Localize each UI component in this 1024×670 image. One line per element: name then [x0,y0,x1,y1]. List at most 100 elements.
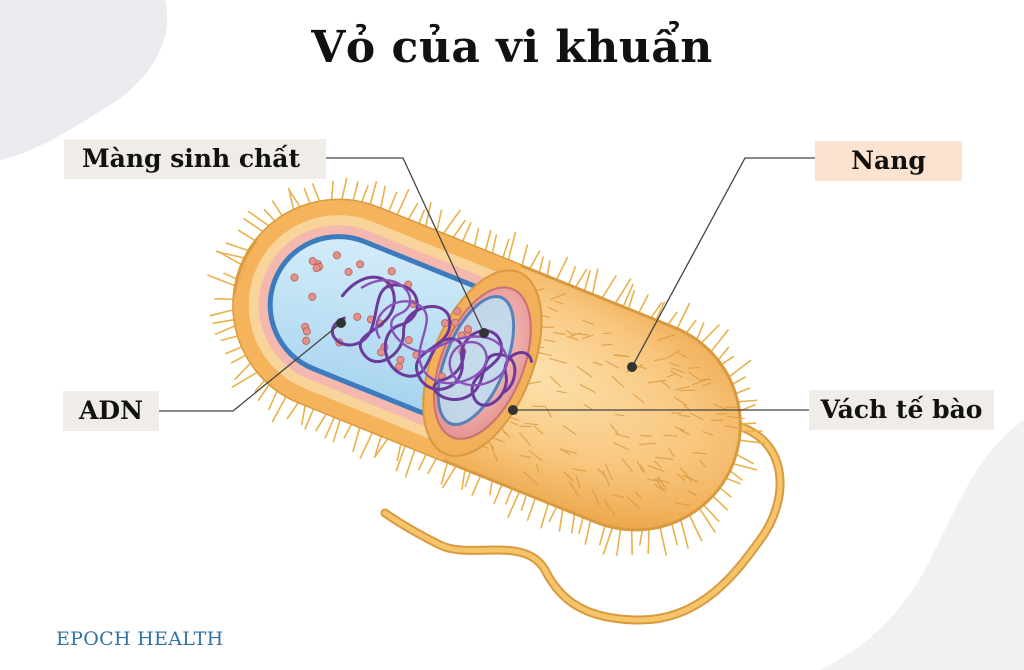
flagellum-highlight [382,422,783,623]
capsule-hair [614,433,630,439]
capsule-hair [647,465,665,473]
capsule-hair [523,471,538,485]
pilus [427,457,438,475]
capsule-hair [657,476,668,491]
capsule-hair [566,335,579,341]
capsule-hair [582,319,594,326]
capsule-hair [563,471,574,482]
pilus [369,181,378,206]
pilus [288,190,302,209]
pilus [396,189,410,217]
pilus [574,268,588,289]
pilus [739,430,763,432]
capsule-hair [669,362,680,367]
pilus [598,524,606,546]
pilus [360,184,369,204]
background-blob-top-left [0,0,168,160]
pilus [359,431,374,459]
pilus [452,219,466,239]
pilus [374,434,383,456]
capsule-hair [533,425,544,435]
capsule-hair [611,375,625,388]
capsule-hair [626,496,640,509]
capsule-hair [549,375,562,388]
capsule-hair [552,332,566,335]
capsule-hair [547,306,558,313]
capsule-hair [562,425,577,436]
pilus [417,209,426,225]
background-blob-bottom-right [820,420,1024,670]
capsule-hair [723,424,738,429]
pilus [214,324,237,335]
capsule-hair [671,367,685,374]
ribosome [302,327,311,336]
pilus [379,185,386,210]
capsule-hair [688,490,697,496]
pilus [464,470,472,488]
pilus [695,322,705,341]
pilus [567,265,577,286]
pilus [667,311,678,326]
capsule-hair [667,350,681,359]
capsule-hair [566,329,575,337]
pilus [304,407,315,430]
bacterium-body [207,177,766,556]
capsule-hair [519,432,531,447]
pilus [717,346,730,362]
pilus [352,426,361,453]
pilus [417,452,428,471]
pilus [647,528,650,554]
capsule-hair [602,470,611,487]
pilus [332,418,342,443]
pilus [578,516,584,535]
pilus [340,177,348,201]
capsule-hair [519,425,532,428]
capsule-hair [674,502,691,507]
capsule-hair [678,352,688,358]
ribosome [464,325,473,334]
ribosome [308,257,317,266]
capsule-hair [605,360,620,369]
pilus [231,371,259,388]
capsule-hair [575,474,581,489]
pilus [735,453,755,465]
capsule-hair [670,370,683,378]
pilus [528,250,541,270]
pilus [216,250,246,259]
capsule-hair [692,451,707,455]
pilus [584,519,592,545]
pilus [639,528,644,546]
ribosomes [290,251,473,381]
capsule-hair [583,403,593,410]
leader-lines [159,157,815,412]
capsule-hair [655,478,670,484]
pilus [234,361,252,380]
pilus [257,383,271,401]
pilus [395,444,407,472]
capsule-hair [660,379,671,389]
capsule-hair [688,371,703,383]
pilus [225,242,250,252]
pilus [546,260,551,277]
ribosome [312,264,321,273]
ribosome [302,336,311,345]
capsule-hair [550,293,566,301]
capsule-hair [535,464,540,473]
pilus [461,468,466,491]
pilus [688,514,703,542]
pilus [407,203,419,221]
pilus [710,329,729,353]
pilus [738,404,756,412]
capsule-hair [490,445,499,462]
pilus [271,395,288,423]
pilus [404,448,416,478]
pilus [718,486,732,498]
pilus [387,191,398,213]
pili [207,177,766,556]
pilus [396,442,402,462]
capsule-hair [679,389,696,392]
pilus [526,496,537,521]
capsule-hair [554,300,564,305]
pilus [602,526,614,555]
